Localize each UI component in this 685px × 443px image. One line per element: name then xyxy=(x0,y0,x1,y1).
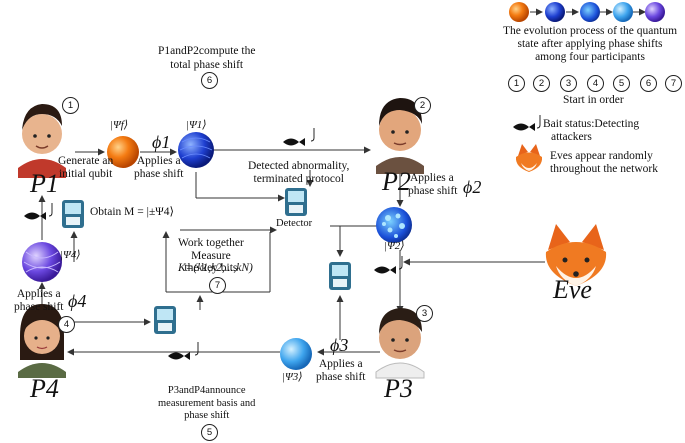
order-num-5: 5 xyxy=(613,75,630,92)
psi4-sphere xyxy=(22,242,62,282)
order-num-1: 1 xyxy=(508,75,525,92)
p3-avatar xyxy=(375,308,425,379)
step-4: 4 xyxy=(58,316,75,333)
p4-label: P4 xyxy=(30,374,59,403)
legend-order-text: Start in order xyxy=(563,94,624,106)
step-7: 7 xyxy=(209,277,226,294)
order-num-3: 3 xyxy=(560,75,577,92)
p3-label: P3 xyxy=(384,374,413,403)
order-num-4: 4 xyxy=(587,75,604,92)
legend-dotted-sphere xyxy=(580,2,600,22)
legend-spheres xyxy=(509,2,665,22)
detector-devices xyxy=(62,188,351,334)
legend-purple-sphere xyxy=(645,2,665,22)
top-compute-label: P1andP2compute the total phase shift xyxy=(158,45,256,71)
p1-avatar xyxy=(18,104,66,178)
detected-label: Detected abnormality, terminated protoco… xyxy=(248,160,350,186)
psi3-sphere xyxy=(280,338,312,370)
applies-phase-4-label: Applies a phase shift xyxy=(14,288,64,313)
eve-label: Eve xyxy=(553,275,592,304)
legend-bait-text: Bait status:Detecting attackers xyxy=(543,118,640,144)
legend-eve-text: Eves appear randomly throughout the netw… xyxy=(550,150,658,176)
applies-phase-3-label: Applies a phase shift xyxy=(316,358,366,383)
p2-label: P2 xyxy=(382,167,411,196)
legend-orange-sphere xyxy=(509,2,529,22)
psi-1-label: |Ψ1⟩ xyxy=(186,119,207,131)
legend-fox-icon xyxy=(515,144,543,172)
psi2-sphere xyxy=(376,207,412,243)
detector-label: Detector xyxy=(276,218,313,229)
step-1: 1 xyxy=(62,97,79,114)
applies-phase-2-label: Applies a phase shift xyxy=(408,172,458,198)
legend-light-sphere xyxy=(613,2,633,22)
initial-qubit-sphere xyxy=(107,136,139,168)
p2-avatar xyxy=(376,98,424,174)
phi1-label: ϕ1 xyxy=(152,132,171,152)
fish-icons xyxy=(24,123,535,360)
step-3: 3 xyxy=(416,305,433,322)
eve-fox xyxy=(545,224,607,286)
psi-2-label: |Ψ2⟩ xyxy=(384,240,405,252)
flow-arrows xyxy=(38,8,646,356)
legend-evolution-text: The evolution process of the quantum sta… xyxy=(502,25,678,64)
generate-label: Generate an initial qubit xyxy=(58,155,114,181)
p1-label: P1 xyxy=(30,169,59,198)
phi4-label: ϕ4 xyxy=(68,291,87,311)
order-num-2: 2 xyxy=(533,75,550,92)
applies-phase-1-label: Applies a phase shift xyxy=(134,155,184,180)
phi2-label: ϕ2 xyxy=(463,177,482,197)
step-6: 6 xyxy=(201,72,218,89)
legend-blue-sphere xyxy=(545,2,565,22)
psi-f-label: |Ψf⟩ xyxy=(110,119,129,131)
work-together-label: Work together Measure the key bits xyxy=(178,237,244,275)
p4-avatar xyxy=(18,304,66,378)
announce-label: P3andP4announce measurement basis and ph… xyxy=(158,385,256,422)
obtain-label: Obtain M = |±Ψ4⟩ xyxy=(90,206,174,218)
order-num-6: 6 xyxy=(640,75,657,92)
psi1-sphere xyxy=(178,132,214,168)
order-num-7: 7 xyxy=(665,75,682,92)
phi3-label: ϕ3 xyxy=(330,335,349,355)
psi-4-label: |Ψ4⟩ xyxy=(60,249,81,261)
step-5: 5 xyxy=(201,424,218,441)
step-2: 2 xyxy=(414,97,431,114)
key-formula-label: K=(k1,k2,...,kN) xyxy=(178,262,253,274)
psi-3-label: |Ψ3⟩ xyxy=(282,371,303,383)
bait-hooks xyxy=(48,115,541,356)
